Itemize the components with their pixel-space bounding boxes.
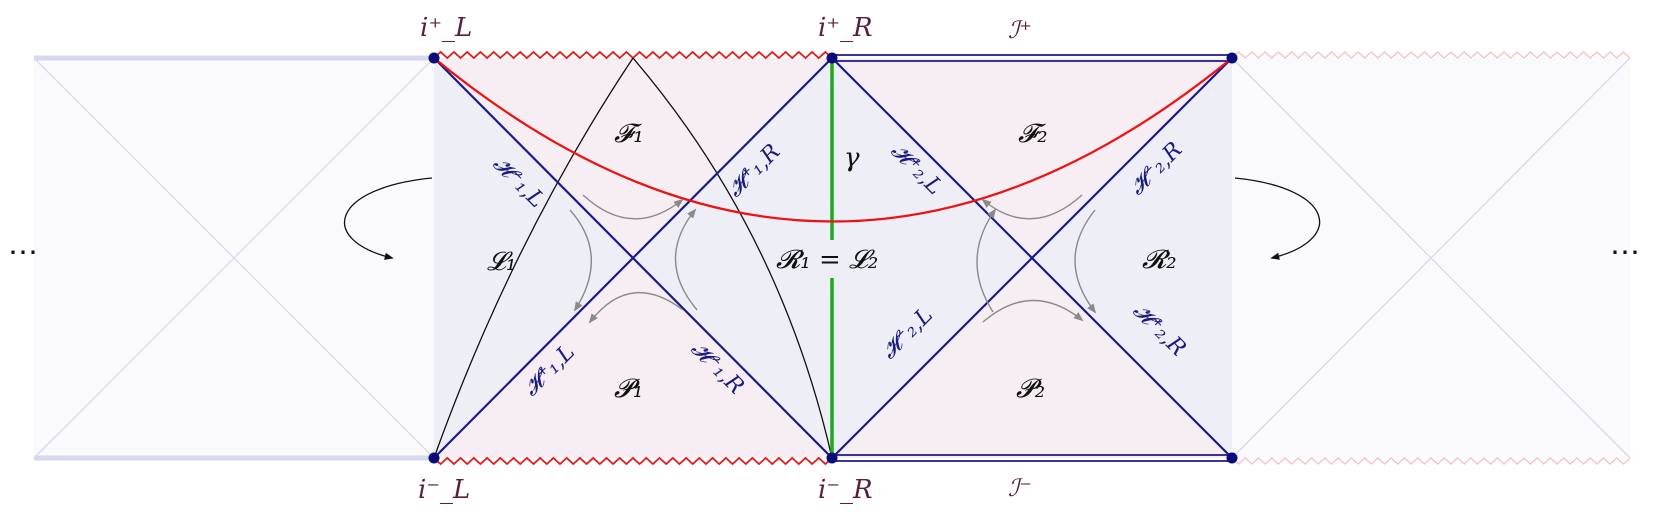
region-label-R2: 𝓡₂ [1142,245,1177,275]
corner-label-iR-minus: i⁻_R [818,475,873,505]
region-label-P2: 𝓟₂ [1016,374,1045,404]
black-curve-right [632,57,833,459]
faded-right-copy [1231,50,1631,466]
flow-arrows [569,194,1097,324]
ellipsis-left: ⋯ [8,235,38,270]
gamma-label: γ [844,143,860,173]
corner-label-iL-plus: i⁺_L [420,13,472,43]
red-curve [433,57,1233,223]
corner-dots [428,52,1238,464]
identification-arrow-left [343,177,433,260]
ellipsis-right: ⋯ [1610,235,1640,270]
corner-label-iR-plus: i⁺_R [818,13,873,43]
region-fills [434,58,1232,458]
region-label-L1: 𝓛₁ [487,247,516,277]
scri-minus-boundary [832,454,1232,462]
corner-label-iL-minus: i⁻_L [418,475,470,505]
scri-minus-label: ℐ⁻ [1008,474,1032,502]
faded-left-copy [33,55,435,461]
singularity-bottom [433,456,833,466]
scri-plus-label: ℐ⁺ [1008,16,1032,44]
region-label-F1: 𝓕₁ [614,119,644,149]
region-label-P1: 𝓟₁ [614,374,643,404]
black-curve-left [433,57,634,459]
identification-arrow-right [1234,177,1321,260]
scri-plus-boundary [832,54,1232,62]
region-label-R1-L2: 𝓡₁ = 𝓛₂ [776,245,878,275]
horizon-lines [433,57,1233,459]
faded-singularity-bottom [1231,456,1631,466]
region-label-F2: 𝓕₂ [1018,119,1048,149]
faded-singularity-top [1231,50,1631,60]
singularity-top [433,50,833,60]
